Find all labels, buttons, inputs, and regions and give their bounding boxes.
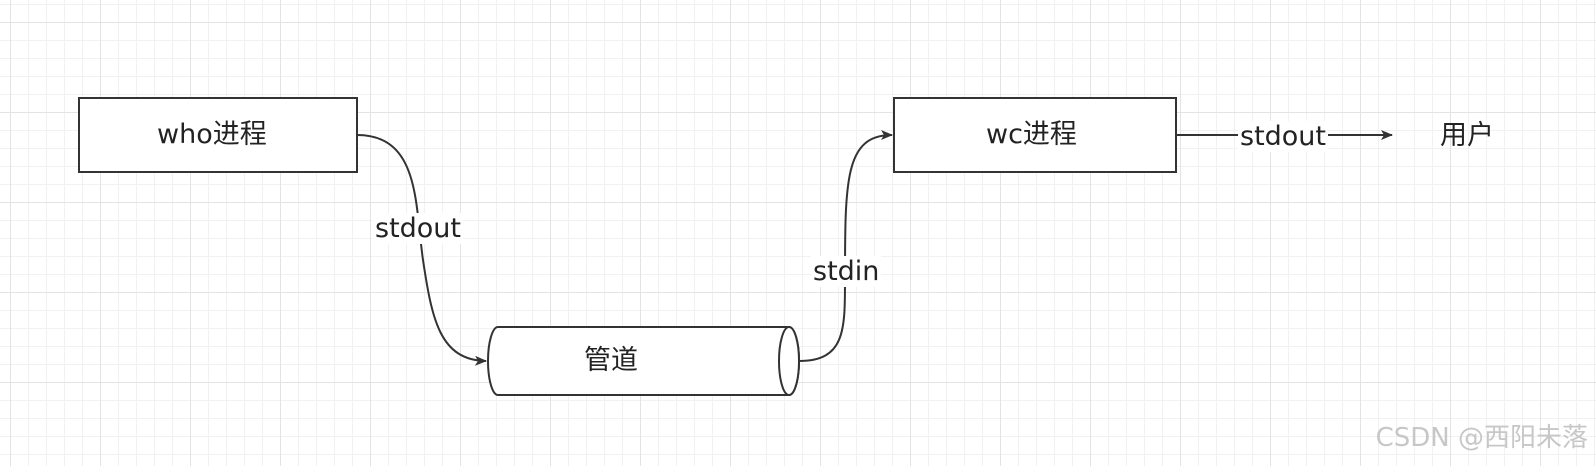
user-label: 用户 [1440,120,1494,151]
wc-process-box [893,97,1177,173]
edge-label-wc-stdout: stdout [1238,121,1329,152]
edge-who-to-pipe [356,134,487,366]
edge-label-stdin: stdin [811,256,882,287]
who-process-box [78,97,358,173]
pipe-cylinder [487,326,800,396]
wc-process-label: wc进程 [986,119,1077,150]
watermark: CSDN @西阳未落 [1375,423,1588,453]
who-process-label: who进程 [157,119,267,150]
edge-pipe-to-wc [798,130,893,362]
edge-label-who-stdout: stdout [373,213,464,244]
pipe-label: 管道 [584,345,638,376]
